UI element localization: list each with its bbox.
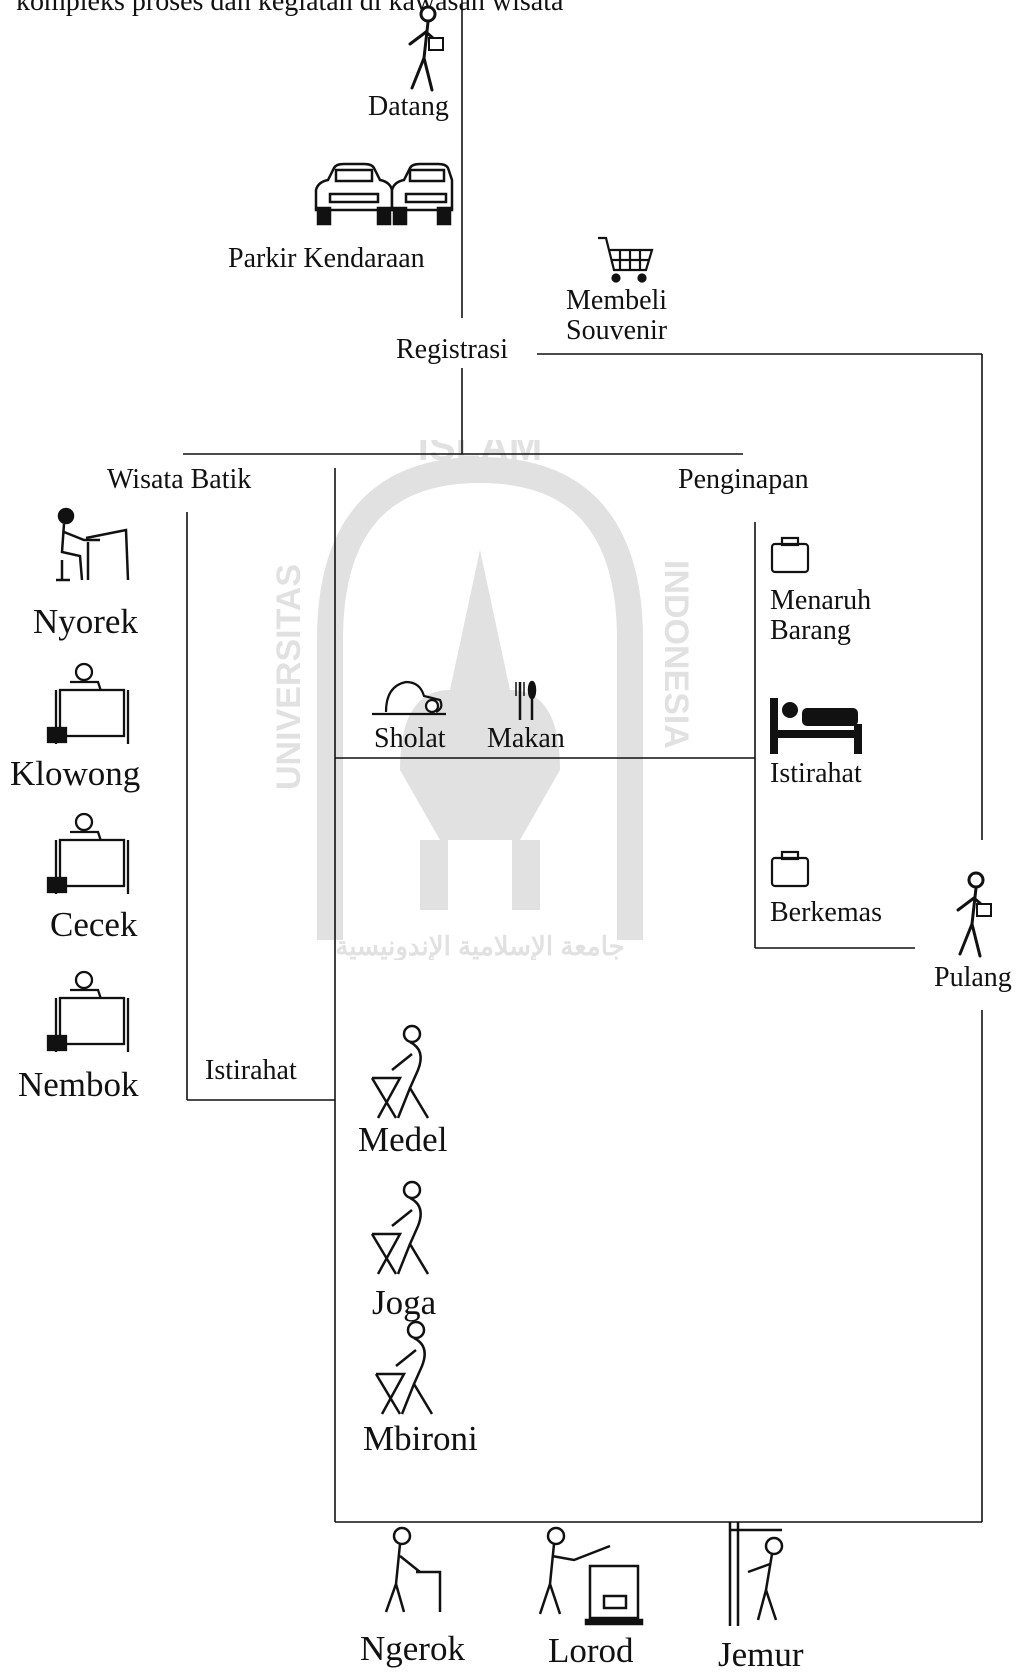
node-membeli-souvenir: Membeli Souvenir <box>566 285 668 347</box>
node-joga: Joga <box>372 1283 437 1322</box>
suitcase-icon <box>770 536 810 574</box>
car-icon <box>390 162 454 226</box>
person-canting-icon <box>46 662 130 744</box>
node-menaruh-barang: Menaruh Barang <box>770 585 872 647</box>
person-walking-icon <box>956 871 992 958</box>
node-istirahat-penginapan: Istirahat <box>770 758 862 789</box>
node-parkir-kendaraan: Parkir Kendaraan <box>228 243 425 274</box>
suitcase-icon <box>770 850 810 888</box>
person-walking-icon <box>408 5 444 92</box>
bed-icon <box>770 698 862 754</box>
shopping-cart-icon <box>598 236 654 283</box>
node-registrasi: Registrasi <box>396 334 508 365</box>
person-boiling-icon <box>538 1526 644 1626</box>
car-icon <box>314 162 394 226</box>
node-wisata-batik: Wisata Batik <box>107 464 252 495</box>
person-dyeing-icon <box>370 1180 430 1275</box>
watermark-bottom-text: جامعة الإسلامية الإندونيسية <box>335 931 624 960</box>
fork-knife-icon <box>515 680 537 720</box>
node-penginapan: Penginapan <box>678 464 809 495</box>
person-dyeing-icon <box>370 1024 430 1119</box>
node-jemur: Jemur <box>718 1635 804 1674</box>
watermark-left-text: UNIVERSITAS <box>270 564 308 790</box>
prayer-icon <box>372 680 446 716</box>
person-drawing-desk-icon <box>56 507 130 582</box>
person-scraping-icon <box>384 1526 442 1613</box>
connector-lines <box>183 0 983 1523</box>
person-canting-icon <box>46 970 130 1052</box>
node-lorod: Lorod <box>548 1631 634 1670</box>
node-nembok: Nembok <box>18 1065 139 1104</box>
person-canting-icon <box>46 812 130 894</box>
node-pulang: Pulang <box>934 962 1012 993</box>
node-mbironi: Mbironi <box>363 1419 478 1458</box>
node-ngerok: Ngerok <box>360 1629 465 1668</box>
node-klowong: Klowong <box>10 754 141 793</box>
person-dyeing-icon <box>374 1320 434 1415</box>
watermark-right-text: INDONESIA <box>657 560 690 749</box>
node-medel: Medel <box>358 1120 448 1159</box>
node-sholat: Sholat <box>374 723 446 754</box>
node-cecek: Cecek <box>50 905 138 944</box>
node-datang: Datang <box>368 91 449 122</box>
node-istirahat-batik: Istirahat <box>205 1055 297 1086</box>
node-makan: Makan <box>487 723 565 754</box>
person-drying-icon <box>728 1522 784 1626</box>
node-nyorek: Nyorek <box>33 602 138 641</box>
node-berkemas: Berkemas <box>770 897 882 928</box>
